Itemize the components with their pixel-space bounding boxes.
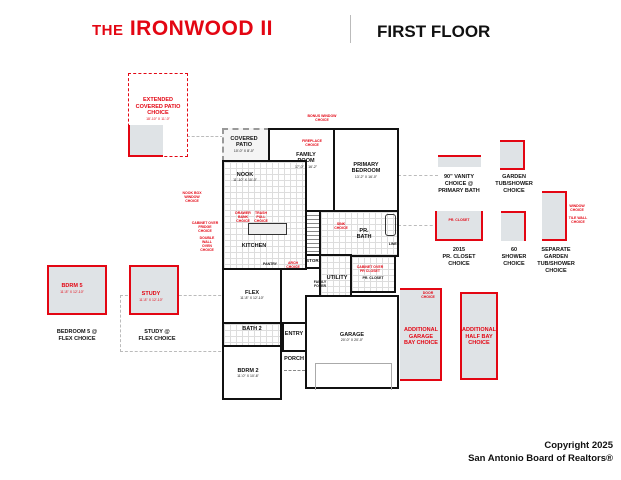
additional-half-bay-label: ADDITIONAL HALF BAY CHOICE — [462, 327, 496, 347]
pr-closet-option-label: PR. CLOSET — [448, 218, 470, 222]
shower-60-caption: 60 SHOWER CHOICE — [501, 247, 527, 267]
nook-window-note: NOOK BOX WINDOW CHOICE — [182, 191, 202, 203]
vanity-caption: 90" VANITY CHOICE @ PRIMARY BATH — [438, 174, 480, 194]
linen-label: LINEN — [388, 242, 400, 246]
extended-patio-wall — [128, 125, 163, 157]
pr-closet-option — [435, 211, 483, 241]
title-divider — [350, 15, 351, 43]
bonus-window-note: BONUS WINDOW CHOICE — [307, 114, 337, 122]
additional-garage-bay-label: ADDITIONAL GARAGE BAY CHOICE — [404, 327, 438, 347]
study-option — [129, 265, 179, 315]
room-pr-bath — [319, 210, 399, 257]
tile-wall-note: TILE WALL CHOICE — [568, 216, 588, 224]
kitchen-island — [248, 223, 287, 235]
pr-closet-caption: 2015 PR. CLOSET CHOICE — [442, 247, 476, 267]
garden-tub-option — [500, 140, 525, 170]
kitchen-label: KITCHEN — [241, 243, 267, 249]
copyright-holder: San Antonio Board of Realtors® — [468, 453, 613, 465]
separate-tub-caption: SEPARATE GARDEN TUB/SHOWER CHOICE — [537, 247, 575, 274]
sink-note: SINK CHOICE — [334, 222, 348, 230]
window-note: WINDOW CHOICE — [569, 204, 585, 212]
pr-bath-label: PR. BATH — [356, 228, 372, 241]
plan-title-name: IRONWOOD II — [129, 17, 274, 40]
cabinet-over-closet-note: CABINET OVER PR CLOSET — [356, 265, 384, 273]
connector-line — [398, 175, 438, 176]
additional-half-bay-option — [460, 292, 498, 380]
room-nook-kitchen — [222, 160, 307, 270]
family-foyer-label: FAMILY FOYER — [313, 280, 327, 289]
copyright-year: Copyright 2025 — [544, 440, 613, 452]
room-bdrm-2 — [222, 345, 282, 400]
bath-2-label: BATH 2 — [242, 326, 262, 332]
connector-line — [398, 225, 438, 226]
study-caption: STUDY @ FLEX CHOICE — [138, 329, 176, 342]
entry-label: ENTRY — [284, 331, 304, 337]
plan-title-prefix: THE — [92, 22, 124, 39]
vanity-option — [438, 155, 481, 167]
porch — [284, 350, 305, 371]
arch-note: ARCH CHOICE — [286, 261, 300, 269]
trash-pull-note: TRASH PULL CHOICE — [254, 211, 268, 223]
drawer-bank-note: DRAWER BANK CHOICE — [235, 211, 251, 223]
room-pr-closet — [350, 255, 396, 293]
door-choice-note: DOOR CHOICE — [421, 291, 435, 299]
cabinet-over-fridge-note: CABINET OVER FRIDGE CHOICE — [191, 221, 219, 233]
connector-line — [187, 136, 223, 137]
separate-tub-option — [542, 191, 567, 241]
room-garage — [305, 295, 399, 389]
shower-60-option — [501, 211, 526, 241]
utility-label: UTILITY — [326, 275, 348, 281]
additional-garage-bay-option — [400, 288, 442, 381]
double-oven-note: DOUBLE WALL OVEN CHOICE — [199, 236, 215, 252]
floor-title: FIRST FLOOR — [377, 22, 491, 41]
pr-closet-label: PR. CLOSET — [362, 276, 384, 280]
stor-label: STOR. — [306, 258, 320, 263]
room-covered-patio — [222, 128, 270, 162]
garden-tub-caption: GARDEN TUB/SHOWER CHOICE — [495, 174, 533, 194]
bathtub-icon — [385, 214, 396, 236]
garage-door — [315, 363, 392, 390]
plan-title: THE IRONWOOD II — [92, 17, 273, 41]
copyright: Copyright 2025 San Antonio Board of Real… — [468, 440, 613, 466]
fireplace-note: FIREPLACE CHOICE — [302, 139, 322, 147]
pantry-label: PANTRY — [263, 262, 277, 266]
porch-label: PORCH — [284, 356, 304, 362]
bedroom-5-caption: BEDROOM 5 @ FLEX CHOICE — [56, 329, 98, 342]
bedroom-5-option — [47, 265, 107, 315]
